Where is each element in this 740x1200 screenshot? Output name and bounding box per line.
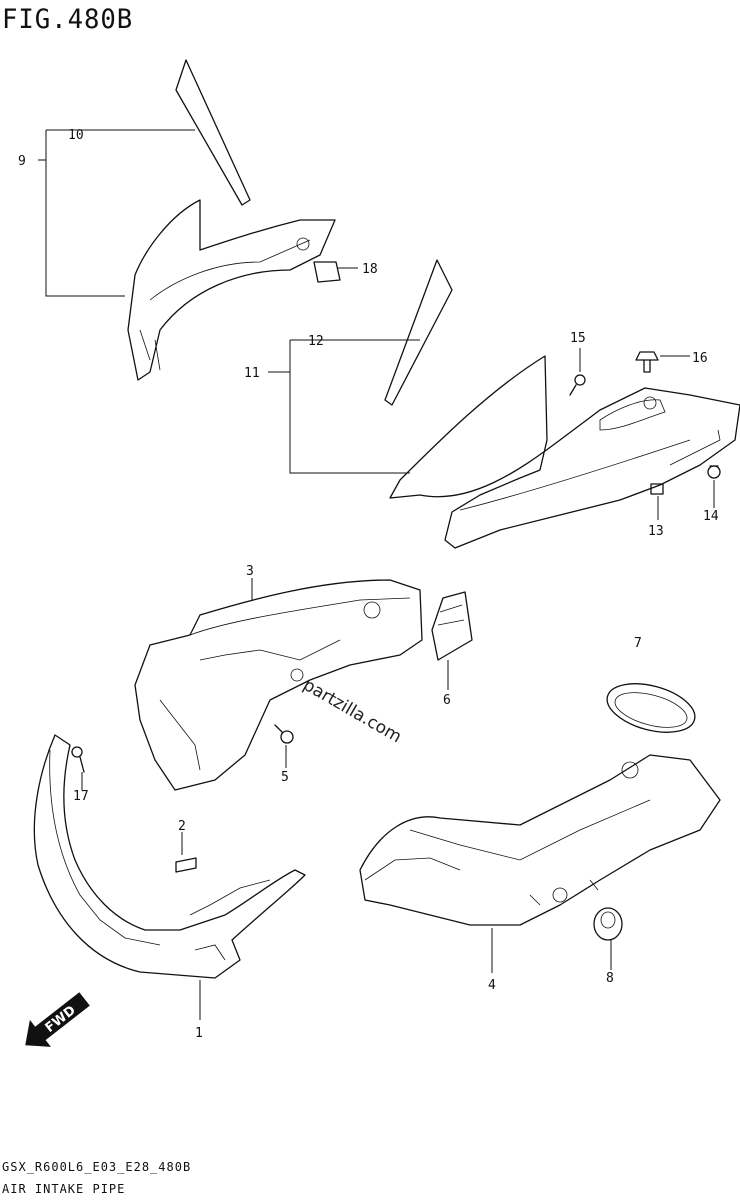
bracket-9: [45, 129, 195, 297]
callout-2[interactable]: 2: [178, 819, 186, 834]
part-4-intake-duct[interactable]: [359, 754, 721, 926]
callout-17[interactable]: 17: [73, 789, 89, 804]
footer-caption: AIR INTAKE PIPE: [2, 1182, 126, 1196]
fwd-direction-arrow: FWD: [25, 992, 90, 1047]
part-11-panel[interactable]: [389, 355, 740, 549]
part-6-seal[interactable]: [431, 591, 473, 661]
bracket-11: [289, 339, 420, 474]
leader-lines: [38, 159, 715, 1020]
part-15-screw[interactable]: [569, 374, 586, 396]
part-5-screw[interactable]: [274, 724, 294, 744]
callout-7[interactable]: 7: [634, 636, 642, 651]
callout-1[interactable]: 1: [195, 1026, 203, 1041]
callout-5[interactable]: 5: [281, 770, 289, 785]
callout-8[interactable]: 8: [606, 971, 614, 986]
part-1-inner-panel[interactable]: [33, 734, 306, 979]
callout-16[interactable]: 16: [692, 351, 708, 366]
part-17-screw[interactable]: [71, 746, 85, 773]
part-10-decal[interactable]: [175, 59, 251, 206]
part-13-clip[interactable]: [650, 483, 664, 495]
callout-10[interactable]: 10: [68, 128, 84, 143]
callout-11[interactable]: 11: [244, 366, 260, 381]
part-9-panel[interactable]: [127, 199, 336, 381]
callout-13[interactable]: 13: [648, 524, 664, 539]
footer-drawing-code: GSX_R600L6_E03_E28_480B: [2, 1160, 192, 1174]
part-16-fastener[interactable]: [635, 351, 659, 373]
figure-title: FIG.480B: [2, 4, 134, 35]
part-12-decal[interactable]: [384, 259, 453, 406]
watermark-text: partzilla.com: [300, 675, 405, 747]
callout-14[interactable]: 14: [703, 509, 719, 524]
callout-3[interactable]: 3: [246, 564, 254, 579]
part-18-label-sticker[interactable]: [313, 261, 341, 283]
callout-15[interactable]: 15: [570, 331, 586, 346]
callout-18[interactable]: 18: [362, 262, 378, 277]
part-14-screw[interactable]: [707, 465, 721, 479]
callout-9[interactable]: 9: [18, 154, 26, 169]
part-8-grommet[interactable]: [593, 907, 623, 941]
part-7-ring-seal[interactable]: [602, 675, 700, 741]
callout-12[interactable]: 12: [308, 334, 324, 349]
callout-6[interactable]: 6: [443, 693, 451, 708]
part-2-label-sticker[interactable]: [175, 857, 197, 873]
callout-4[interactable]: 4: [488, 978, 496, 993]
part-3-intake-duct[interactable]: [134, 579, 423, 791]
